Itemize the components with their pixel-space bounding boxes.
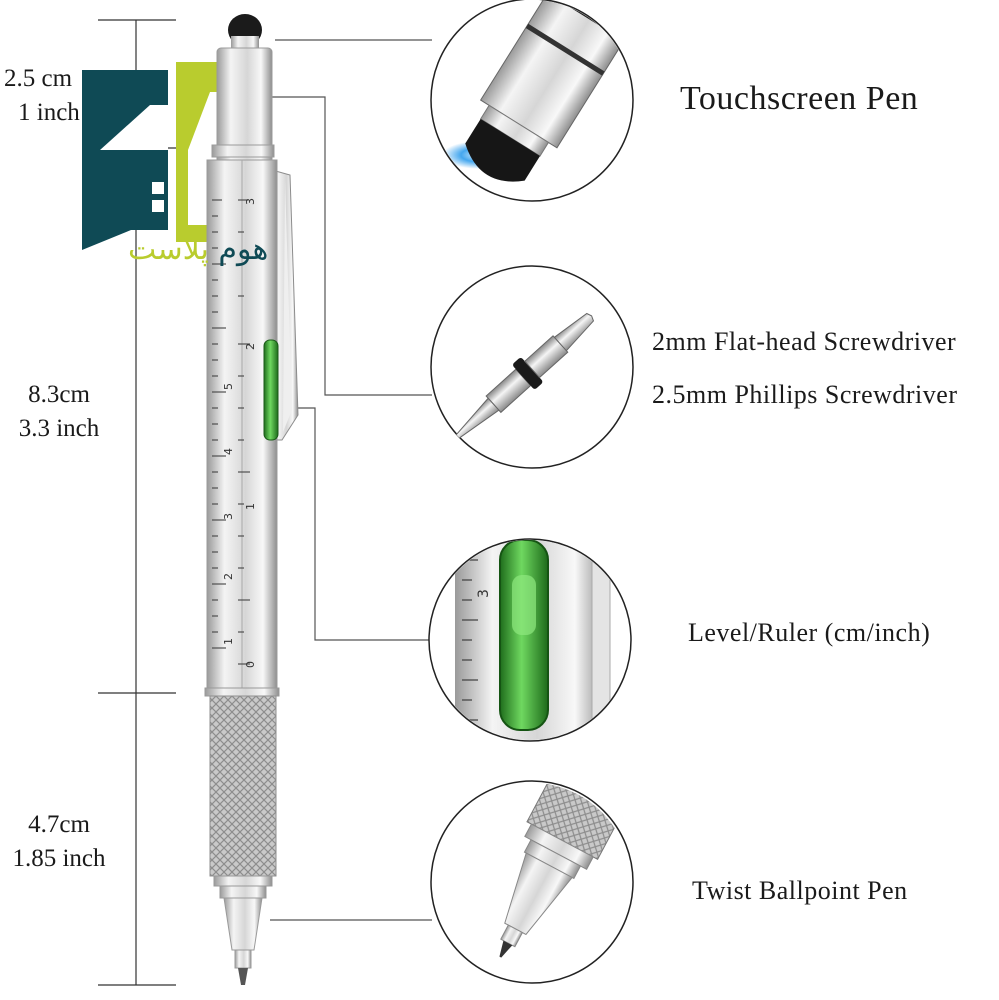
ruler-number: 2 xyxy=(222,573,235,580)
callout-lines xyxy=(270,39,432,921)
ruler-number: 5 xyxy=(222,383,235,390)
dimension-label-top: 2.5 cm 1 inch xyxy=(4,62,80,130)
dimension-inch: 3.3 inch xyxy=(18,415,100,442)
screwdriver-detail xyxy=(430,265,634,469)
ruler-numbers: 0 1 2 3 4 5 1 2 3 xyxy=(222,198,257,668)
dimension-inch: 1 inch xyxy=(18,99,80,126)
touchscreen-detail xyxy=(430,0,634,202)
ruler-ticks xyxy=(212,199,250,665)
feature-phillips-label: 2.5mm Phillips Screwdriver xyxy=(652,380,958,409)
ruler-number: 1 xyxy=(244,503,257,510)
ruler-number: 3 xyxy=(222,513,235,520)
feature-level-label: Level/Ruler (cm/inch) xyxy=(688,618,931,647)
logo-text-dark: هوم xyxy=(218,232,269,267)
ruler-number: 1 xyxy=(222,638,235,645)
feature-flathead-label: 2mm Flat-head Screwdriver xyxy=(652,327,957,356)
dimension-inch: 1.85 inch xyxy=(12,845,106,872)
ruler-number: 4 xyxy=(222,448,235,455)
dimension-label-bottom: 4.7cm 1.85 inch xyxy=(0,808,118,876)
ruler-number: 3 xyxy=(476,589,492,598)
level-detail: 3 xyxy=(428,538,632,742)
feature-ballpoint-label: Twist Ballpoint Pen xyxy=(692,876,908,905)
ruler-number: 0 xyxy=(244,661,257,668)
feature-touchscreen-label: Touchscreen Pen xyxy=(680,80,919,117)
dimension-cm: 4.7cm xyxy=(28,811,90,838)
ballpoint-detail xyxy=(430,759,634,984)
ruler-number: 3 xyxy=(244,198,257,205)
ruler-number: 2 xyxy=(244,343,257,350)
dimension-label-middle: 8.3cm 3.3 inch xyxy=(4,378,114,446)
multitool-pen: 0 1 2 3 4 5 1 2 3 xyxy=(204,14,299,985)
logo-text-green: پلاست xyxy=(128,232,209,267)
dimension-cm: 8.3cm xyxy=(28,381,90,408)
dimension-cm: 2.5 cm xyxy=(4,65,73,92)
brand-logo-text: هوم پلاست xyxy=(128,232,268,267)
